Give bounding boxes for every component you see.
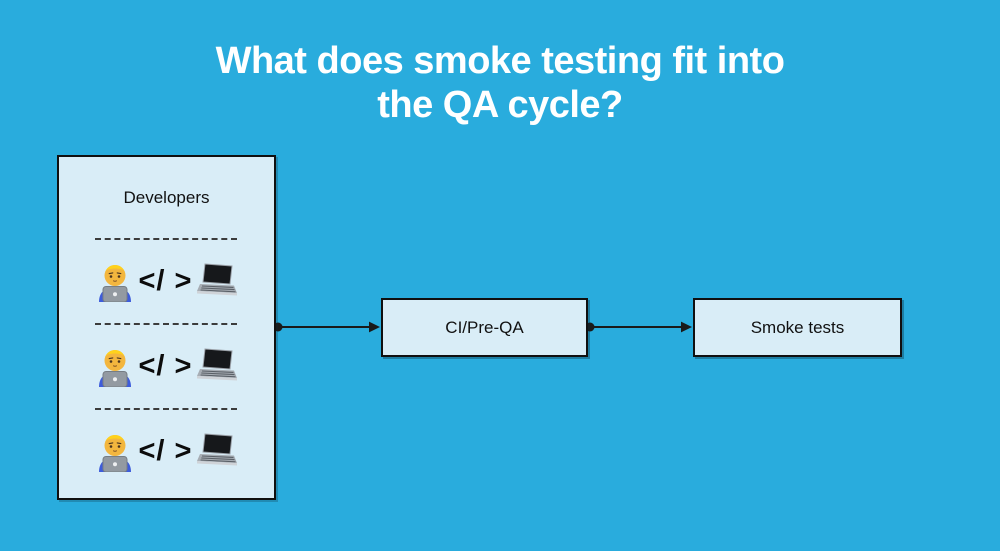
title-line-2: the QA cycle? [377,84,623,126]
ci-pre-qa-label: CI/Pre-QA [445,317,524,337]
developer-row: </ > [59,259,274,303]
developers-label: Developers [123,188,210,207]
code-text: </ > [138,350,193,382]
laptop-emoji-icon [196,263,237,296]
dashed-divider [95,238,237,240]
ci-pre-qa-node: CI/Pre-QA [381,298,588,357]
laptop-emoji-icon [196,433,237,466]
code-text: </ > [138,265,193,297]
page-title: What does smoke testing fit into the QA … [0,39,1000,127]
developers-node: Developers </ > [57,155,276,500]
dashed-divider [95,408,237,410]
code-text: </ > [138,435,193,467]
smoke-tests-node: Smoke tests [693,298,902,357]
dashed-divider [95,323,237,325]
technologist-emoji-icon [98,265,131,302]
arrow-developers-to-ci [273,321,380,333]
laptop-emoji-icon [196,348,237,381]
developer-row: </ > [59,344,274,388]
technologist-emoji-icon [98,350,131,387]
arrow-ci-to-smoke [585,321,692,333]
smoke-tests-label: Smoke tests [750,317,845,337]
title-line-1: What does smoke testing fit into [215,40,785,82]
developer-row: </ > [59,429,274,473]
technologist-emoji-icon [98,435,131,472]
